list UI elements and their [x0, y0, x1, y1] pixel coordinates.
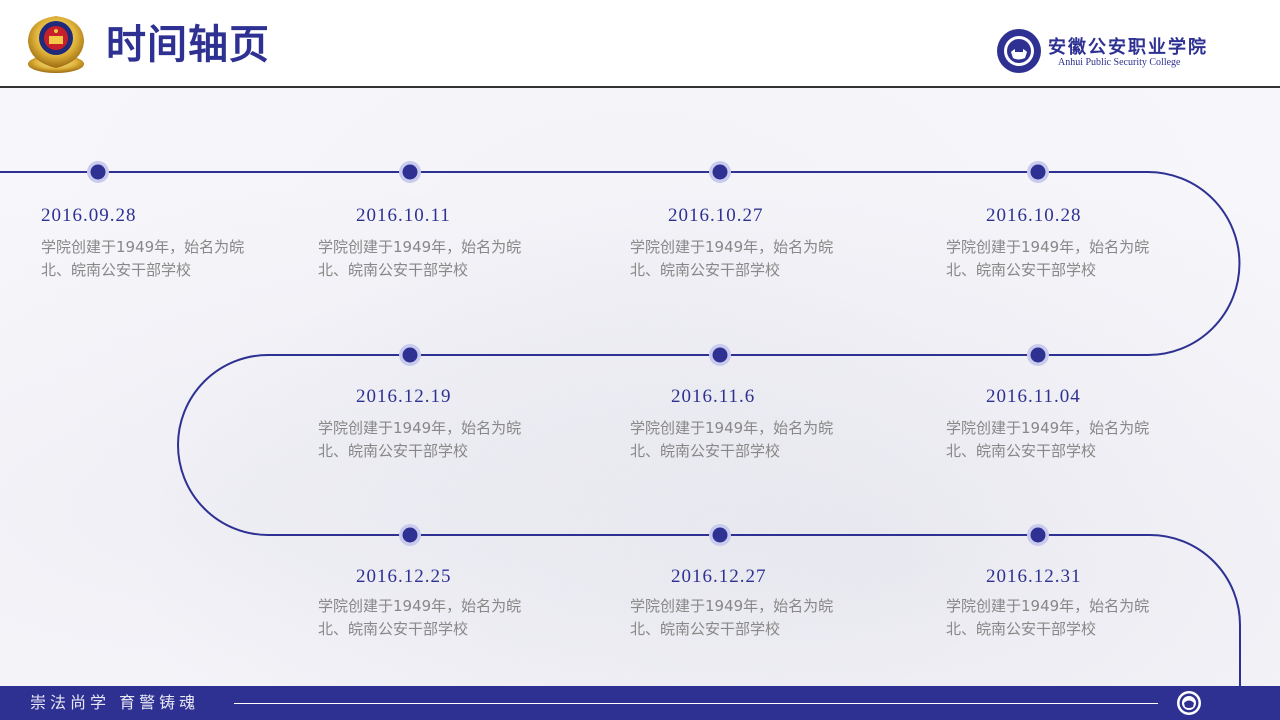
timeline-event: 2016.12.25 学院创建于1949年，始名为皖北、皖南公安干部学校	[318, 565, 558, 641]
timeline-event: 2016.12.31 学院创建于1949年，始名为皖北、皖南公安干部学校	[946, 565, 1186, 641]
college-seal-icon	[1177, 691, 1201, 715]
event-desc: 学院创建于1949年，始名为皖北、皖南公安干部学校	[630, 238, 834, 279]
college-seal-icon	[997, 29, 1041, 73]
timeline-dots	[87, 161, 1049, 546]
event-date: 2016.11.6	[671, 386, 756, 407]
event-desc: 学院创建于1949年，始名为皖北、皖南公安干部学校	[318, 419, 522, 460]
timeline-event: 2016.12.19 学院创建于1949年，始名为皖北、皖南公安干部学校	[318, 385, 558, 463]
event-date: 2016.11.04	[986, 386, 1081, 407]
event-date: 2016.10.28	[986, 205, 1082, 226]
police-emblem-icon	[28, 16, 84, 73]
college-name-en: Anhui Public Security College	[1058, 57, 1181, 68]
timeline-event: 2016.09.28 学院创建于1949年，始名为皖北、皖南公安干部学校	[41, 204, 281, 282]
header: 时间轴页 安徽公安职业学院 Anhui Public Security Coll…	[0, 0, 1280, 88]
event-date: 2016.10.11	[356, 205, 451, 226]
timeline-event: 2016.11.04 学院创建于1949年，始名为皖北、皖南公安干部学校	[946, 385, 1186, 463]
event-desc: 学院创建于1949年，始名为皖北、皖南公安干部学校	[630, 597, 834, 638]
event-desc: 学院创建于1949年，始名为皖北、皖南公安干部学校	[41, 238, 245, 279]
timeline-event: 2016.12.27 学院创建于1949年，始名为皖北、皖南公安干部学校	[630, 565, 870, 641]
college-name-cn: 安徽公安职业学院	[1048, 37, 1208, 58]
event-date: 2016.12.25	[356, 566, 452, 587]
event-date: 2016.10.27	[668, 205, 764, 226]
event-date: 2016.09.28	[41, 205, 137, 226]
timeline-event: 2016.11.6 学院创建于1949年，始名为皖北、皖南公安干部学校	[630, 385, 870, 463]
event-desc: 学院创建于1949年，始名为皖北、皖南公安干部学校	[946, 419, 1150, 460]
background-photo	[0, 88, 1280, 686]
event-desc: 学院创建于1949年，始名为皖北、皖南公安干部学校	[946, 597, 1150, 638]
timeline-event: 2016.10.27 学院创建于1949年，始名为皖北、皖南公安干部学校	[630, 204, 870, 282]
event-desc: 学院创建于1949年，始名为皖北、皖南公安干部学校	[630, 419, 834, 460]
event-desc: 学院创建于1949年，始名为皖北、皖南公安干部学校	[318, 238, 522, 279]
event-date: 2016.12.19	[356, 386, 452, 407]
event-date: 2016.12.31	[986, 566, 1082, 587]
page-title: 时间轴页	[106, 22, 270, 68]
timeline-event: 2016.10.28 学院创建于1949年，始名为皖北、皖南公安干部学校	[946, 204, 1186, 282]
footer-divider	[234, 703, 1158, 704]
footer-slogan: 崇法尚学 育警铸魂	[30, 693, 200, 712]
event-desc: 学院创建于1949年，始名为皖北、皖南公安干部学校	[946, 238, 1150, 279]
event-date: 2016.12.27	[671, 566, 767, 587]
footer: 崇法尚学 育警铸魂	[0, 686, 1280, 720]
timeline-event: 2016.10.11 学院创建于1949年，始名为皖北、皖南公安干部学校	[318, 204, 558, 282]
event-desc: 学院创建于1949年，始名为皖北、皖南公安干部学校	[318, 597, 522, 638]
